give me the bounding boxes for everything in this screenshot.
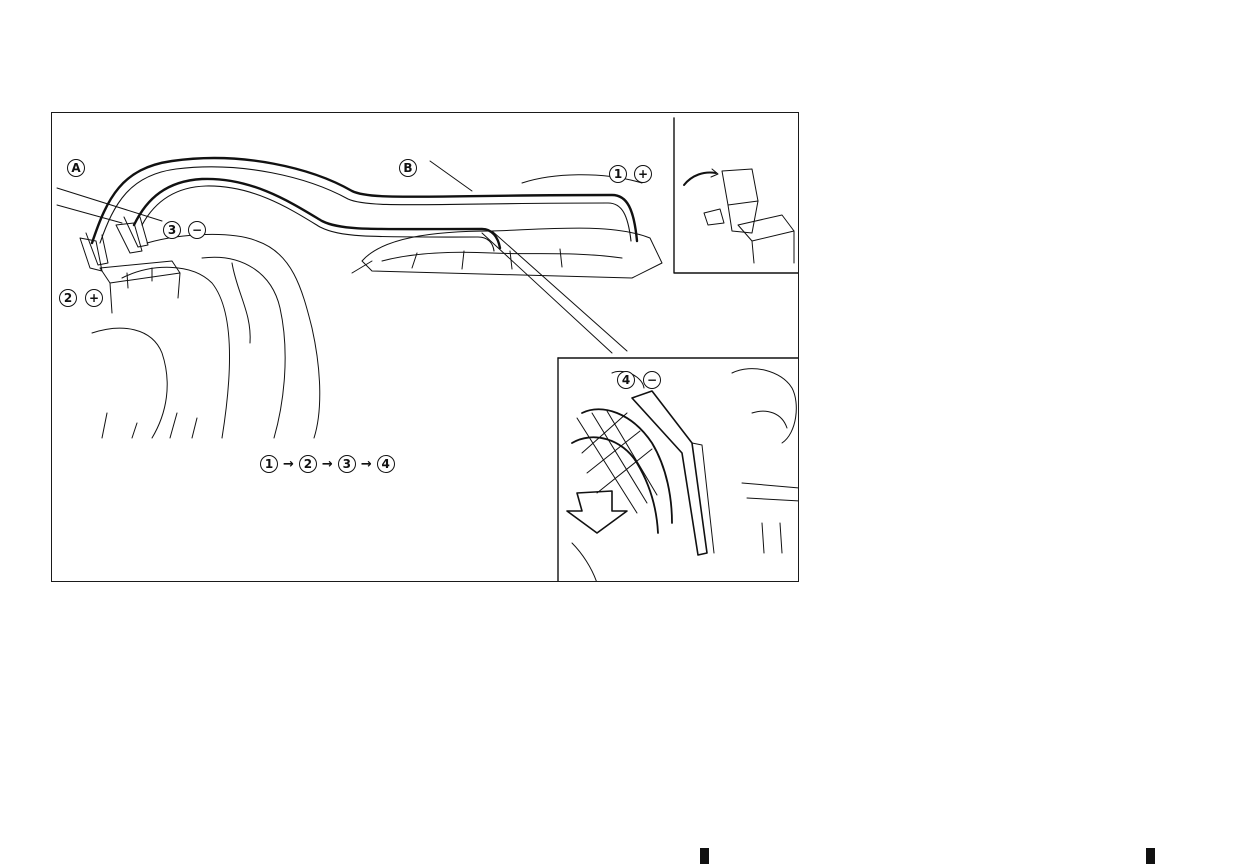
step-4-badge: 4 [617,371,635,389]
positive-terminal-icon: + [85,289,103,307]
connection-sequence: 1 → 2 → 3 → 4 [260,455,395,473]
step-3-badge: 3 [163,221,181,239]
page-edge-mark [1146,848,1155,864]
sequence-step: 1 [260,455,278,473]
sequence-step: 4 [376,455,395,473]
negative-terminal-icon: − [643,371,661,389]
positive-terminal-icon: + [634,165,652,183]
negative-terminal-icon: − [188,221,206,239]
label-b: B [399,159,417,177]
step-1-badge: 1 [609,165,627,183]
jump-start-diagram: A B 1 + 3 − 2 + 4 − 1 → 2 → 3 → 4 [51,112,799,582]
sequence-arrow: → [321,456,333,472]
sequence-arrow: → [283,456,294,472]
label-a: A [67,159,85,177]
engine-illustration [56,117,798,581]
sequence-step: 3 [337,455,356,473]
sequence-arrow: → [360,456,372,472]
step-2-badge: 2 [59,289,77,307]
page-edge-mark [700,848,709,864]
sequence-step: 2 [298,455,317,473]
